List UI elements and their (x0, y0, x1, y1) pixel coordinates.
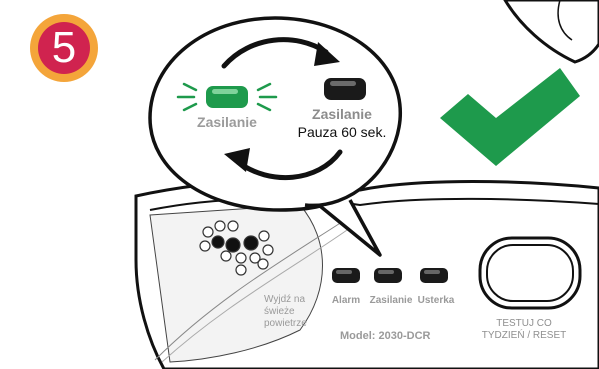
step-number: 5 (51, 23, 77, 72)
led-label-alarm: Alarm (331, 295, 361, 306)
active-led-label: Zasilanie (197, 114, 257, 130)
arrow-head-top-icon (314, 42, 340, 66)
test-reset-button[interactable] (478, 236, 582, 310)
model-label: Model: 2030-DCR (340, 330, 431, 342)
inactive-led-black (324, 78, 366, 100)
fresh-air-label: Wyjdź na świeże powietrze (264, 294, 307, 329)
top-right-object (503, 0, 599, 64)
inactive-led-label: Zasilanie (312, 106, 372, 122)
co-alarm-device (134, 179, 599, 369)
active-led-green (206, 86, 248, 108)
led-label-power: Zasilanie (369, 295, 413, 306)
cycle-arrows-icon (221, 37, 343, 181)
speech-bubble (148, 16, 402, 257)
pause-label: Pauza 60 sek. (297, 124, 387, 140)
sensor-holes (199, 220, 274, 276)
check-mark-icon (440, 68, 580, 166)
led-label-fault: Usterka (417, 295, 455, 306)
device-led-fault (420, 268, 448, 283)
test-button-label: TESTUJ CO TYDZIEŃ / RESET (481, 318, 567, 341)
arrow-head-bottom-icon (224, 148, 250, 172)
device-led-power (374, 268, 402, 283)
glow-rays-icon (176, 82, 278, 112)
step-badge (30, 14, 98, 82)
device-led-alarm (332, 268, 360, 283)
